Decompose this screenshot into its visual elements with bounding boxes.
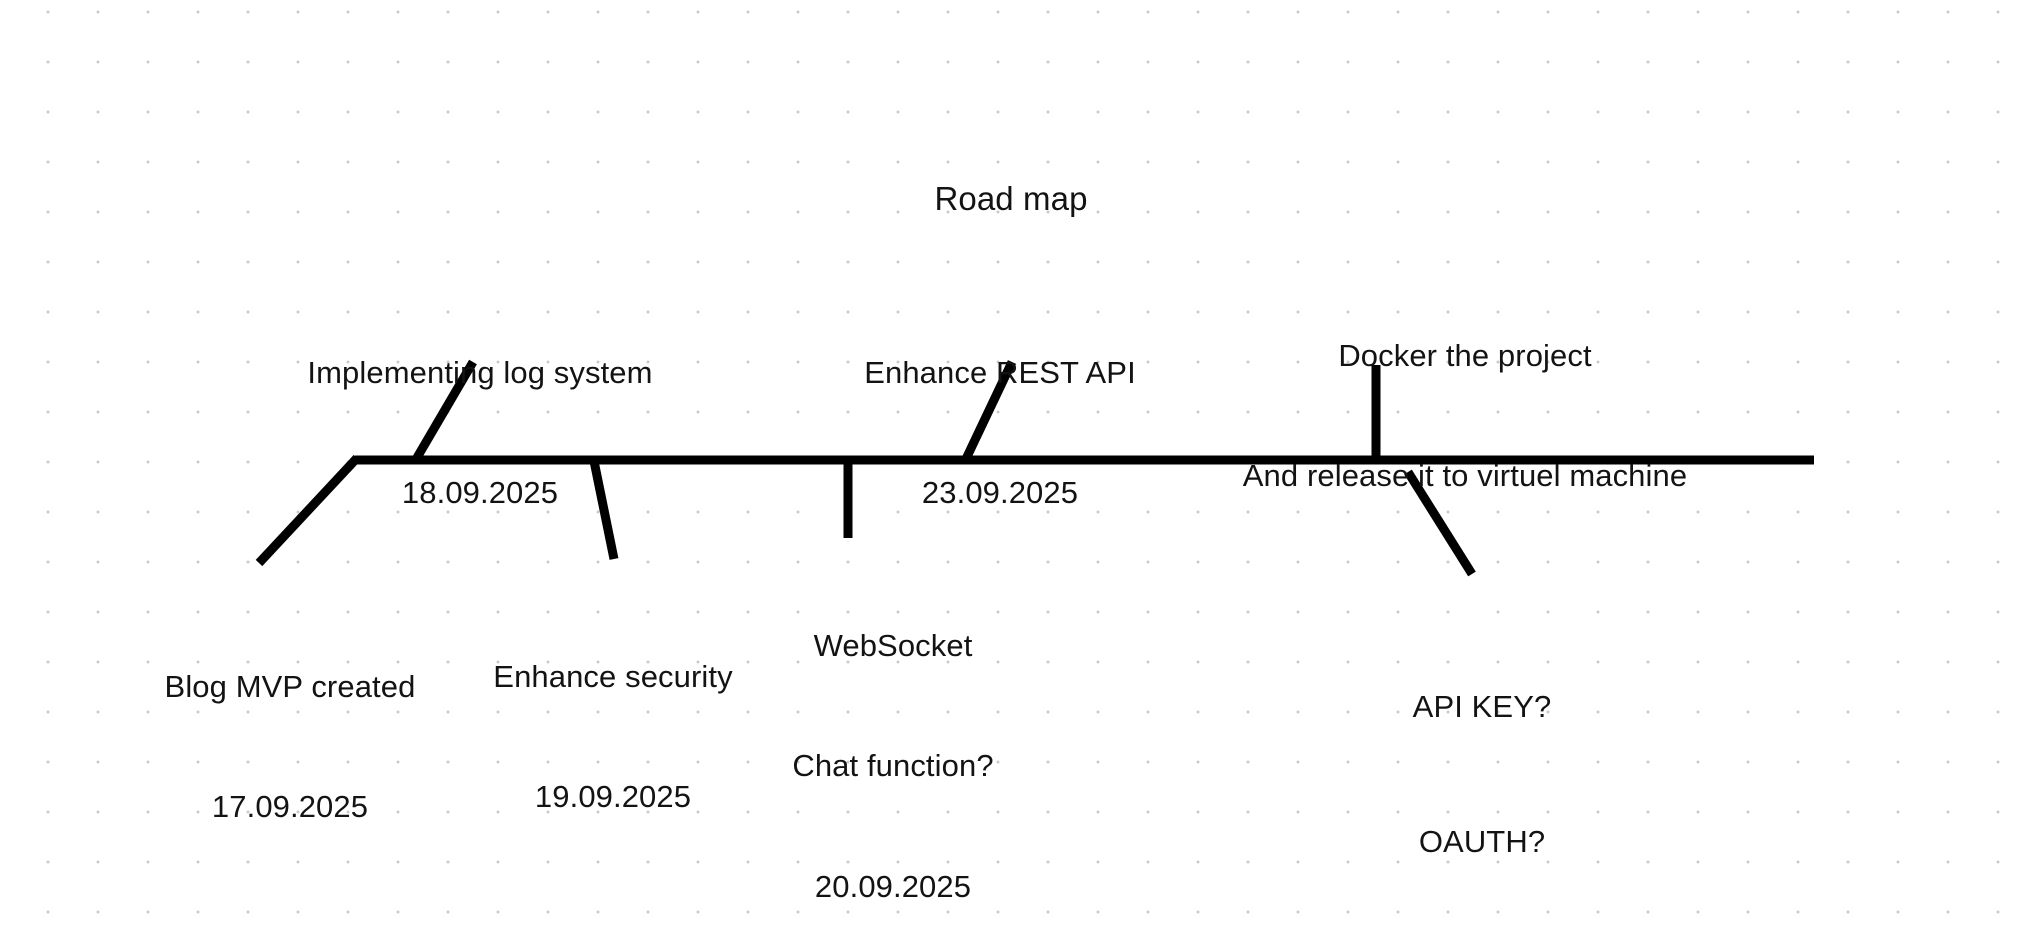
- milestone-title: Implementing log system: [307, 354, 653, 390]
- milestone-label-websocket[interactable]: WebSocket Chat function? 20.09.2025: [628, 545, 1158, 942]
- milestone-label-rest-api[interactable]: Enhance REST API 23.09.2025: [735, 272, 1265, 594]
- connector-security: [589, 460, 619, 560]
- connector-blog-mvp: [255, 454, 361, 567]
- milestone-subtitle: OAUTH?: [1418, 823, 1546, 859]
- milestone-date: 17.09.2025: [211, 789, 369, 825]
- page-title: Road map: [0, 92, 2022, 306]
- milestone-title: Enhance REST API: [864, 354, 1136, 390]
- milestone-title: WebSocket: [813, 627, 973, 663]
- connector-rest-api: [960, 360, 1017, 463]
- milestone-label-blog-mvp[interactable]: Blog MVP created 17.09.2025: [20, 586, 560, 908]
- milestone-title: Enhance security: [493, 658, 733, 694]
- milestone-subtitle: Chat function?: [792, 748, 994, 784]
- milestone-date: 19.09.2025: [534, 779, 692, 815]
- milestone-label-auth[interactable]: API KEY? OAUTH?: [1222, 595, 1742, 942]
- milestone-date: 18.09.2025: [401, 475, 559, 511]
- page-title-text: Road map: [934, 179, 1088, 217]
- milestone-date: 20.09.2025: [814, 869, 972, 905]
- milestone-label-logging[interactable]: Implementing log system 18.09.2025: [200, 272, 760, 594]
- milestone-title: Docker the project: [1338, 337, 1592, 373]
- connector-logging: [411, 359, 477, 464]
- milestone-label-security[interactable]: Enhance security 19.09.2025: [343, 576, 883, 898]
- milestone-title: API KEY?: [1412, 688, 1552, 724]
- milestone-subtitle: And release it to virtuel machine: [1242, 458, 1688, 494]
- milestone-date: 23.09.2025: [921, 475, 1079, 511]
- milestone-title: Blog MVP created: [164, 668, 416, 704]
- connector-auth: [1404, 469, 1476, 577]
- milestone-label-docker[interactable]: Docker the project And release it to vir…: [1205, 255, 1725, 577]
